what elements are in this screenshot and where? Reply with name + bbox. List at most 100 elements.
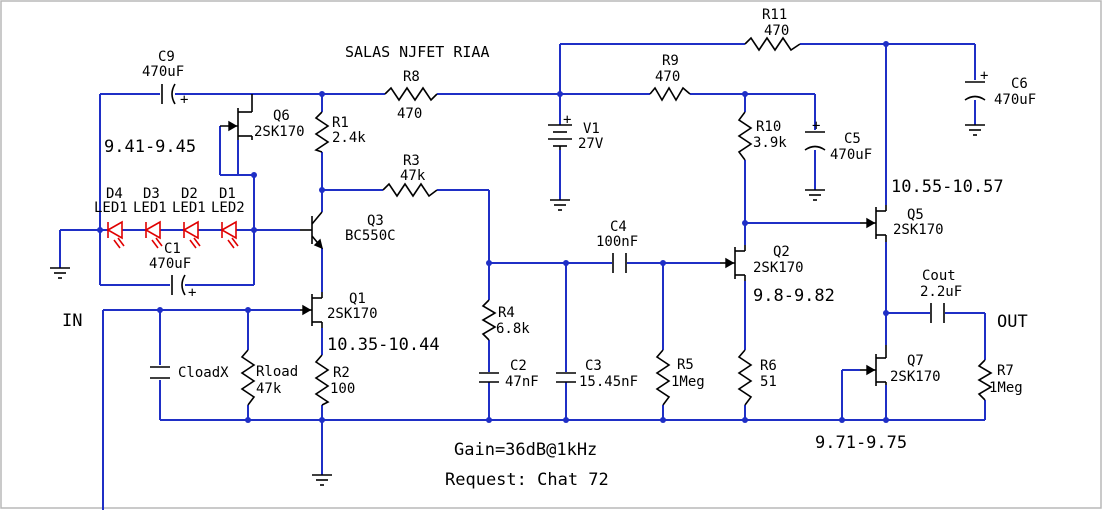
q6-ref: Q6 [273,108,290,124]
r8-ref: R8 [403,69,420,85]
r7-ref: R7 [997,363,1014,379]
cout-value: 2.2uF [920,284,962,300]
c1-symbol: + [171,274,196,301]
r6-symbol [737,349,753,406]
c5-value: 470uF [830,147,872,163]
d3-value: LED1 [133,200,167,216]
q7-value: 2SK170 [890,369,941,385]
c9-symbol: + [161,83,188,108]
ground-icon-v1 [549,199,571,211]
d2-value: LED1 [172,200,206,216]
r4-ref: R4 [498,305,515,321]
c4-value: 100nF [596,234,638,250]
r3-value: 47k [400,168,426,184]
q6-value: 2SK170 [254,124,305,140]
c3-value: 15.45nF [579,374,638,390]
c3-ref: C3 [585,358,602,374]
q6-jfet-symbol [220,94,253,140]
ground-icon-c6 [964,124,986,136]
in-port-label: IN [62,311,82,331]
r6-ref: R6 [760,358,777,374]
c5-symbol: + [804,118,826,151]
cloadx-symbol [150,366,170,379]
gain-note: Gain=36dB@1kHz [454,440,597,460]
r11-value: 470 [764,23,789,39]
r8-symbol [384,86,438,102]
r4-symbol [481,299,497,341]
q5-voltage-note: 10.55-10.57 [891,177,1004,197]
svg-text:+: + [980,68,988,84]
q2-jfet-symbol [720,245,746,281]
svg-text:+: + [180,92,188,108]
r1-symbol [314,111,330,153]
q7-ref: Q7 [907,353,924,369]
q5-value: 2SK170 [893,222,944,238]
schematic-title: SALAS NJFET RIAA [345,43,490,61]
v1-value: 27V [578,136,604,152]
c4-ref: C4 [610,219,627,235]
c6-symbol: + [964,68,988,101]
q2-voltage-note: 9.8-9.82 [753,286,835,306]
q7-jfet-symbol [860,345,887,386]
q5-jfet-symbol [860,205,887,242]
q3-bjt-symbol [300,211,324,250]
c2-symbol [479,372,499,383]
request-note: Request: Chat 72 [445,470,609,490]
svg-text:+: + [812,118,820,134]
junction-dots [97,41,889,423]
cout-symbol [930,303,945,323]
d1-ref: D1 [219,186,236,202]
d4-value: LED1 [94,200,128,216]
r10-ref: R10 [756,119,781,135]
r1-value: 2.4k [332,130,366,146]
r2-ref: R2 [333,365,350,381]
d4-ref: D4 [106,186,123,202]
c2-value: 47nF [505,374,539,390]
out-port-label: OUT [997,312,1028,332]
q2-ref: Q2 [773,244,790,260]
r2-value: 100 [330,381,355,397]
c9-value: 470uF [142,64,184,80]
r4-value: 6.8k [496,321,530,337]
r11-ref: R11 [762,7,787,23]
rload-ref: Rload [256,364,298,380]
ground-icon-led [49,267,71,279]
q1-ref: Q1 [349,291,366,307]
r9-value: 470 [655,69,680,85]
q1-value: 2SK170 [327,306,378,322]
led-d3-symbol [144,220,163,249]
r9-ref: R9 [662,53,679,69]
r3-ref: R3 [403,153,420,169]
cloadx-ref: CloadX [178,365,229,381]
r6-value: 51 [760,374,777,390]
r10-symbol [737,111,753,161]
c6-value: 470uF [994,92,1036,108]
v1-ref: V1 [583,121,600,137]
rload-symbol [240,349,256,406]
r5-value: 1Meg [671,374,705,390]
d2-ref: D2 [181,186,198,202]
rload-value: 47k [256,381,282,397]
svg-text:+: + [563,112,571,128]
c1-ref: C1 [164,241,181,257]
ground-icon-main [311,474,333,486]
ground-icon-c5 [804,189,826,201]
led-voltage-note: 9.41-9.45 [104,137,196,157]
q3-ref: Q3 [367,213,384,229]
r1-ref: R1 [332,115,349,131]
r3-symbol [382,182,438,198]
r9-symbol [649,86,691,102]
q1-voltage-note: 10.35-10.44 [327,335,440,355]
d1-value: LED2 [211,200,245,216]
r2-symbol [314,354,330,406]
r5-symbol [655,349,671,406]
q3-value: BC550C [345,228,396,244]
q2-value: 2SK170 [753,260,804,276]
v1-battery-symbol: + [548,112,572,150]
led-d1-symbol [220,220,239,249]
led-d4-symbol [106,220,125,249]
c6-ref: C6 [1011,76,1028,92]
